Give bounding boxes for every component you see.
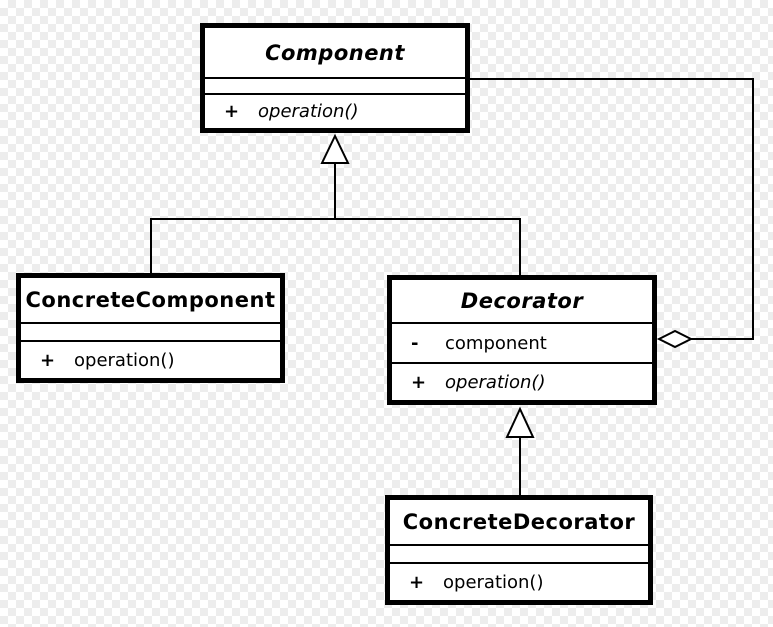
class-name: Component bbox=[265, 40, 405, 65]
class-name: ConcreteDecorator bbox=[402, 510, 636, 534]
class-box-concrete-decorator: ConcreteDecorator + operation() bbox=[385, 495, 653, 605]
visibility-marker: + bbox=[224, 101, 240, 122]
methods-compartment: + operation() bbox=[390, 562, 648, 600]
aggregation-line bbox=[470, 78, 754, 340]
attribute-name: component bbox=[445, 332, 547, 354]
generalization-lines-to-component bbox=[150, 163, 521, 276]
methods-compartment: + operation() bbox=[392, 362, 652, 400]
method-signature: operation() bbox=[74, 349, 175, 371]
attributes-compartment bbox=[390, 544, 648, 562]
class-name: Decorator bbox=[460, 289, 584, 313]
generalization-triangle-component bbox=[320, 133, 350, 164]
visibility-marker: + bbox=[411, 371, 427, 393]
visibility-marker: - bbox=[411, 332, 419, 354]
method-operation: + operation() bbox=[390, 572, 648, 593]
attributes-compartment: - component bbox=[392, 322, 652, 362]
attributes-compartment bbox=[205, 77, 465, 93]
aggregation-diamond-icon bbox=[656, 329, 694, 349]
method-operation: + operation() bbox=[392, 372, 652, 393]
class-box-decorator: Decorator - component + operation() bbox=[387, 275, 657, 405]
class-box-component: Component + operation() bbox=[200, 23, 470, 133]
method-operation: + operation() bbox=[21, 350, 280, 371]
visibility-marker: + bbox=[409, 571, 425, 593]
visibility-marker: + bbox=[40, 349, 56, 371]
class-box-concrete-component: ConcreteComponent + operation() bbox=[16, 273, 285, 383]
method-signature: operation() bbox=[258, 101, 359, 122]
methods-compartment: + operation() bbox=[205, 93, 465, 128]
attribute-component: - component bbox=[392, 333, 652, 354]
class-name: ConcreteComponent bbox=[25, 288, 276, 312]
methods-compartment: + operation() bbox=[21, 340, 280, 378]
method-signature: operation() bbox=[445, 371, 546, 393]
attributes-compartment bbox=[21, 322, 280, 340]
method-signature: operation() bbox=[443, 571, 544, 593]
generalization-triangle-decorator bbox=[505, 406, 535, 438]
method-operation: + operation() bbox=[205, 101, 465, 122]
